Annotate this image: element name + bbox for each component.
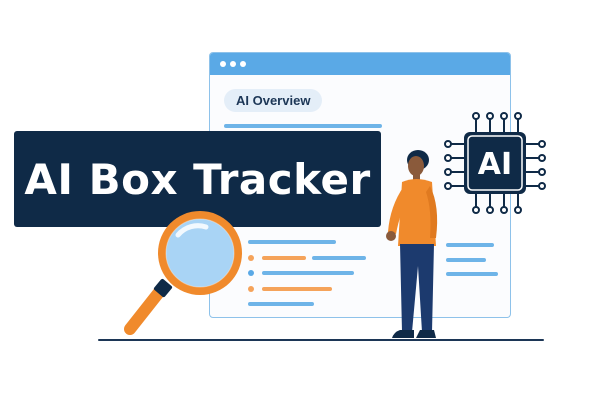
- window-dot-icon: [240, 61, 246, 67]
- browser-title-bar: [210, 53, 510, 75]
- person-illustration: [380, 148, 450, 342]
- content-line: [248, 240, 336, 244]
- content-line: [446, 258, 486, 262]
- page-title: AI Box Tracker: [24, 154, 371, 204]
- window-dot-icon: [220, 61, 226, 67]
- content-line: [446, 243, 494, 247]
- content-line: [262, 256, 306, 260]
- content-line: [224, 124, 382, 128]
- ai-chip-icon: AI: [440, 108, 550, 218]
- title-banner: AI Box Tracker: [14, 131, 381, 227]
- list-bullet-icon: [248, 255, 254, 261]
- content-line: [312, 256, 366, 260]
- content-line: [262, 271, 354, 275]
- list-bullet-icon: [248, 286, 254, 292]
- ground-line: [98, 339, 544, 341]
- ai-overview-badge: AI Overview: [224, 89, 323, 112]
- magnifying-glass-icon: [110, 205, 250, 345]
- window-dot-icon: [230, 61, 236, 67]
- content-line: [248, 302, 314, 306]
- content-line: [262, 287, 332, 291]
- ai-chip-label: AI: [478, 147, 512, 182]
- content-line: [446, 272, 498, 276]
- list-bullet-icon: [248, 270, 254, 276]
